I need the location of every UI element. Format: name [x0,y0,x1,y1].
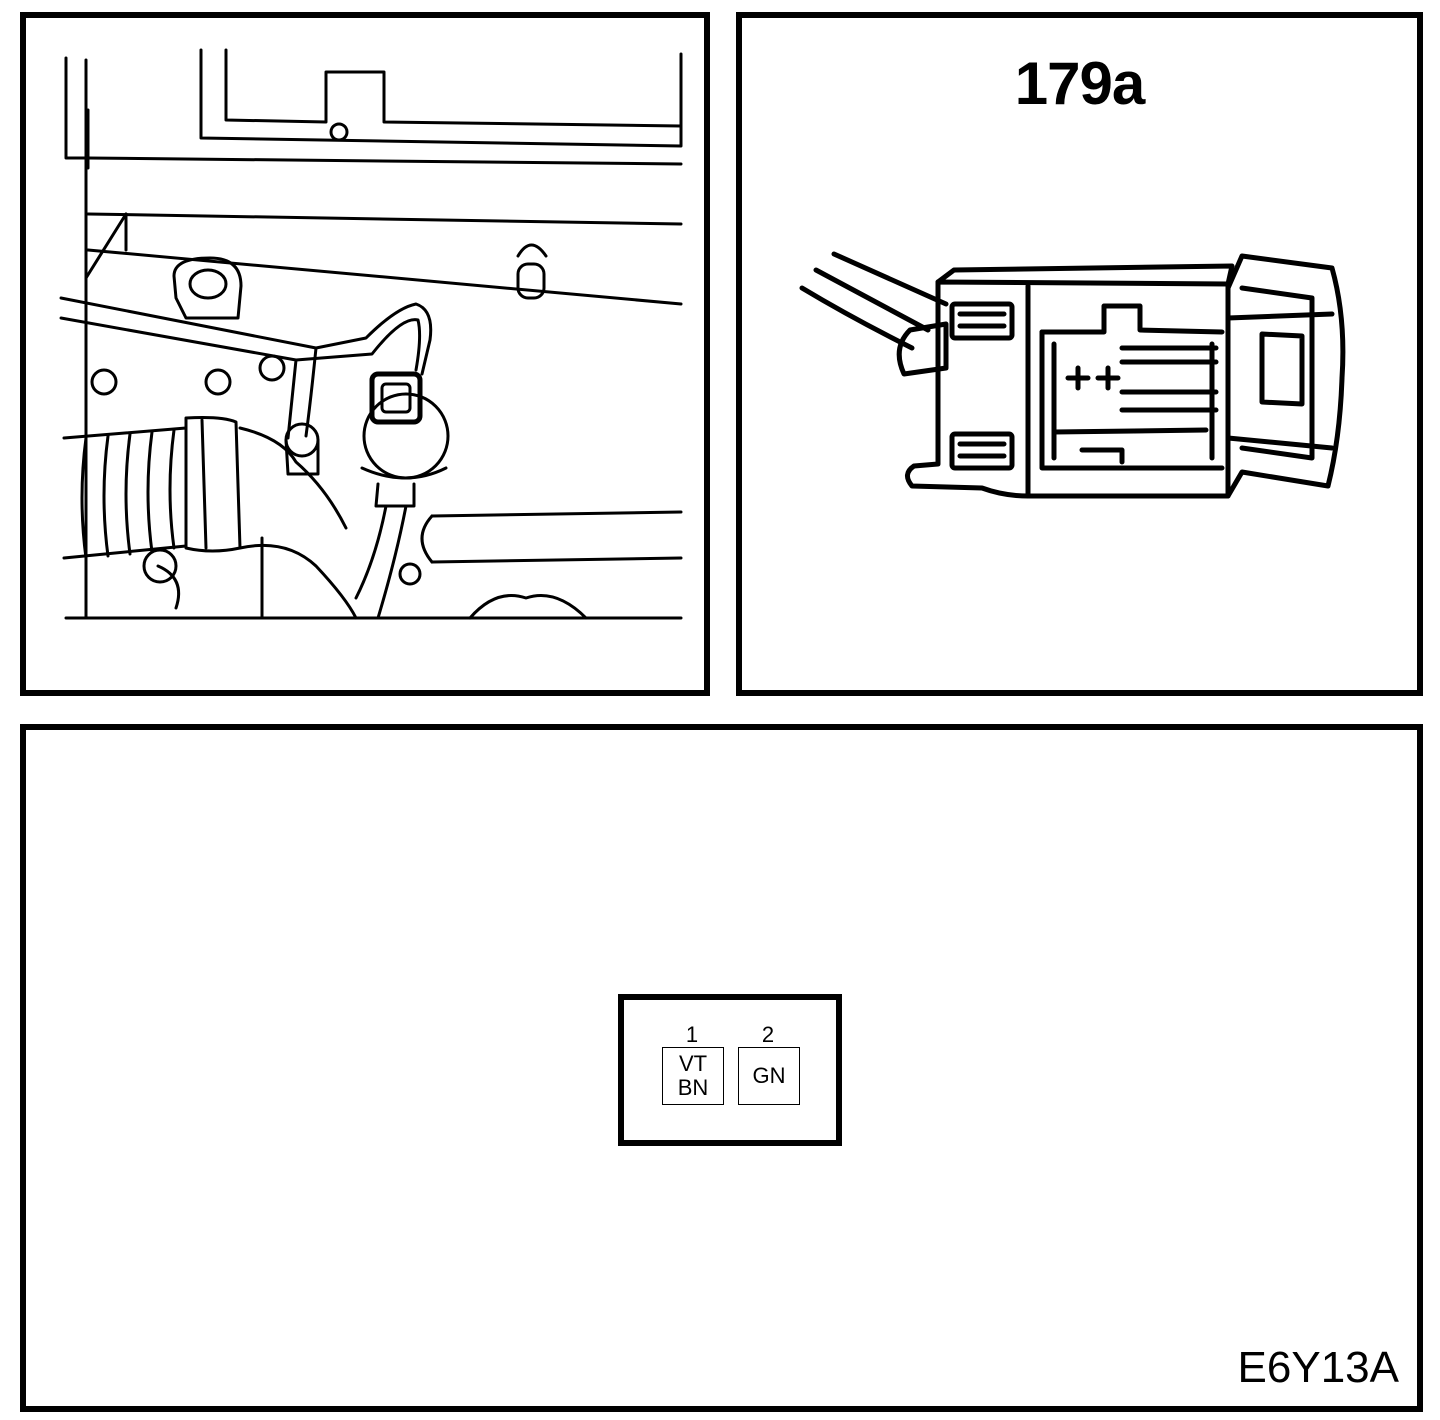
wire-color-label: GN [752,1063,786,1088]
connector-face: 1 2 VT BN GN [618,994,842,1146]
wire-color-label: VT [678,1051,708,1076]
figure-code: E6Y13A [1237,1343,1399,1392]
connector-panel: 179a [736,12,1423,696]
pin-cell-2: GN [738,1047,800,1105]
connector-id-label: 179a [1014,50,1145,117]
wire-color-label: BN [677,1075,709,1100]
pin-number: 2 [761,1022,775,1047]
connector-illustration [799,251,1346,499]
pin-number: 1 [685,1022,699,1047]
engine-bay-illustration [59,48,683,620]
pinout-panel: 1 2 VT BN GN E6Y13A [20,724,1423,1412]
engine-location-panel [20,12,710,696]
pin-cell-1: VT BN [662,1047,724,1105]
